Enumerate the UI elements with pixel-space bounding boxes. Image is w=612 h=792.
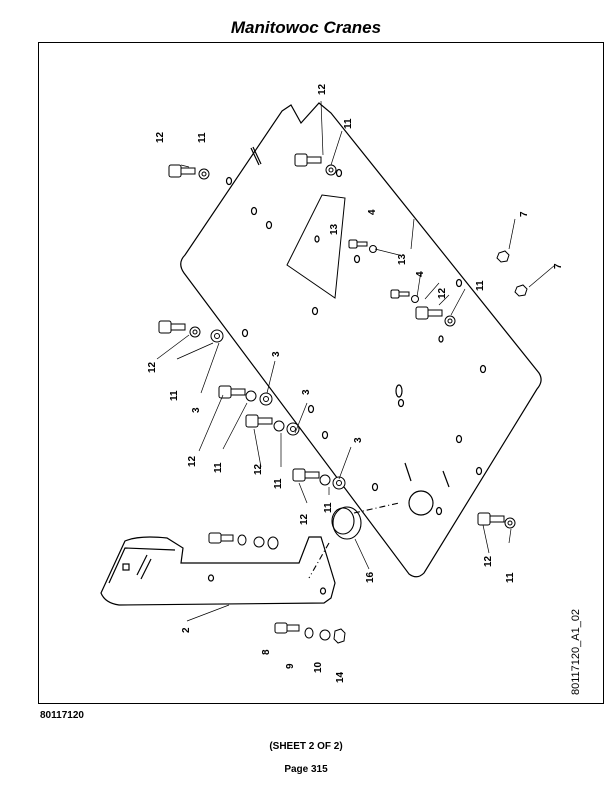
callout-7: 7 (519, 211, 530, 217)
drawing-frame: 12 11 12 11 13 4 13 4 12 11 7 7 12 11 3 … (38, 42, 604, 704)
figure-id: 80117120_A1_02 (570, 609, 582, 695)
callout-9: 9 (285, 663, 296, 669)
callout-14: 14 (335, 671, 346, 683)
bracket (100, 536, 336, 606)
callout-11: 11 (475, 280, 486, 291)
sheet-indicator: (SHEET 2 OF 2) (269, 741, 343, 752)
callout-12: 12 (437, 287, 448, 299)
callout-12: 12 (155, 131, 166, 143)
callout-10: 10 (313, 661, 324, 673)
callout-11: 11 (323, 502, 334, 513)
callout-11: 11 (213, 462, 224, 473)
callout-11: 11 (169, 390, 180, 401)
callout-13: 13 (329, 223, 340, 235)
parts-drawing: 12 11 12 11 13 4 13 4 12 11 7 7 12 11 3 … (100, 83, 582, 695)
callout-13: 13 (397, 253, 408, 265)
callout-11: 11 (505, 572, 516, 583)
callout-11: 11 (343, 118, 354, 129)
callout-2: 2 (181, 627, 192, 633)
mounting-plate (180, 102, 542, 578)
page-number: Page 315 (284, 764, 328, 775)
fasteners (158, 153, 528, 644)
callout-3: 3 (271, 351, 282, 357)
callout-4: 4 (367, 209, 378, 215)
leader-lines (156, 100, 556, 622)
callout-8: 8 (261, 649, 272, 655)
callout-16: 16 (365, 571, 376, 583)
callout-4: 4 (415, 271, 426, 277)
callout-11: 11 (273, 478, 284, 489)
callout-11: 11 (197, 132, 208, 143)
callout-3: 3 (353, 437, 364, 443)
page-title: Manitowoc Cranes (230, 18, 382, 37)
callout-12: 12 (483, 555, 494, 567)
callout-12: 12 (299, 513, 310, 525)
document-number: 80117120 (40, 710, 84, 721)
callout-12: 12 (147, 361, 158, 373)
callout-12: 12 (187, 455, 198, 467)
callout-12: 12 (317, 83, 328, 95)
callout-3: 3 (191, 407, 202, 413)
knob (308, 502, 400, 579)
callouts: 12 11 12 11 13 4 13 4 12 11 7 7 12 11 3 … (147, 83, 582, 695)
callout-7: 7 (553, 263, 564, 269)
callout-3: 3 (301, 389, 312, 395)
callout-12: 12 (253, 463, 264, 475)
